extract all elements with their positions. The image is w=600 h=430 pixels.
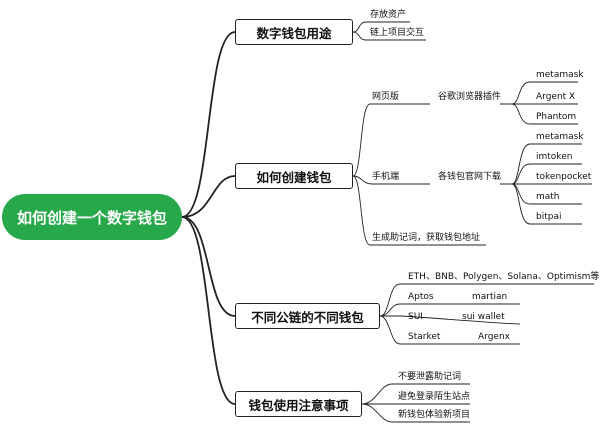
node-usage-notes: 钱包使用注意事项 [235,391,362,417]
create-mobile-sub: 各钱包官网下载 [438,172,502,182]
wallet-sui: sui wallet [462,312,505,322]
use-item-store-assets: 存放资产 [370,10,407,20]
note-avoid-strange-sites: 避免登录陌生站点 [398,392,471,402]
wallet-argenx: Argenx [478,332,510,342]
node-chain-wallets: 不同公链的不同钱包 [235,303,380,329]
web-wallet-phantom: Phantom [536,112,577,122]
node-create-wallet: 如何创建钱包 [235,163,353,189]
chain-starket: Starket [408,332,441,342]
web-wallet-metamask: metamask [536,70,584,80]
chain-aptos: Aptos [408,292,434,302]
use-item-onchain: 链上项目交互 [370,28,425,38]
create-web-sub: 谷歌浏览器插件 [438,92,502,102]
create-mnemonic: 生成助记词，获取钱包地址 [372,233,481,243]
create-mobile-label: 手机端 [372,172,400,182]
mobile-wallet-tokenpocket: tokenpocket [536,172,592,182]
root-node: 如何创建一个数字钱包 [2,194,182,240]
web-wallet-argent: Argent X [536,92,576,102]
mobile-wallet-imtoken: imtoken [536,152,573,162]
mobile-wallet-bitpai: bitpai [536,212,562,222]
note-no-leak-mnemonic: 不要泄露助记词 [398,372,462,382]
wallet-martian: martian [472,292,508,302]
note-new-wallet-projects: 新钱包体验新项目 [398,410,471,420]
chain-evm-list: ETH、BNB、Polygen、Solana、Optimism等 [408,272,600,282]
mobile-wallet-metamask: metamask [536,132,584,142]
create-web-label: 网页版 [372,92,400,102]
node-wallet-uses: 数字钱包用途 [235,19,353,45]
mobile-wallet-math: math [536,192,560,202]
leaf-branches [352,21,594,423]
chain-sui: SUI [408,312,423,322]
root-branches [181,31,236,405]
